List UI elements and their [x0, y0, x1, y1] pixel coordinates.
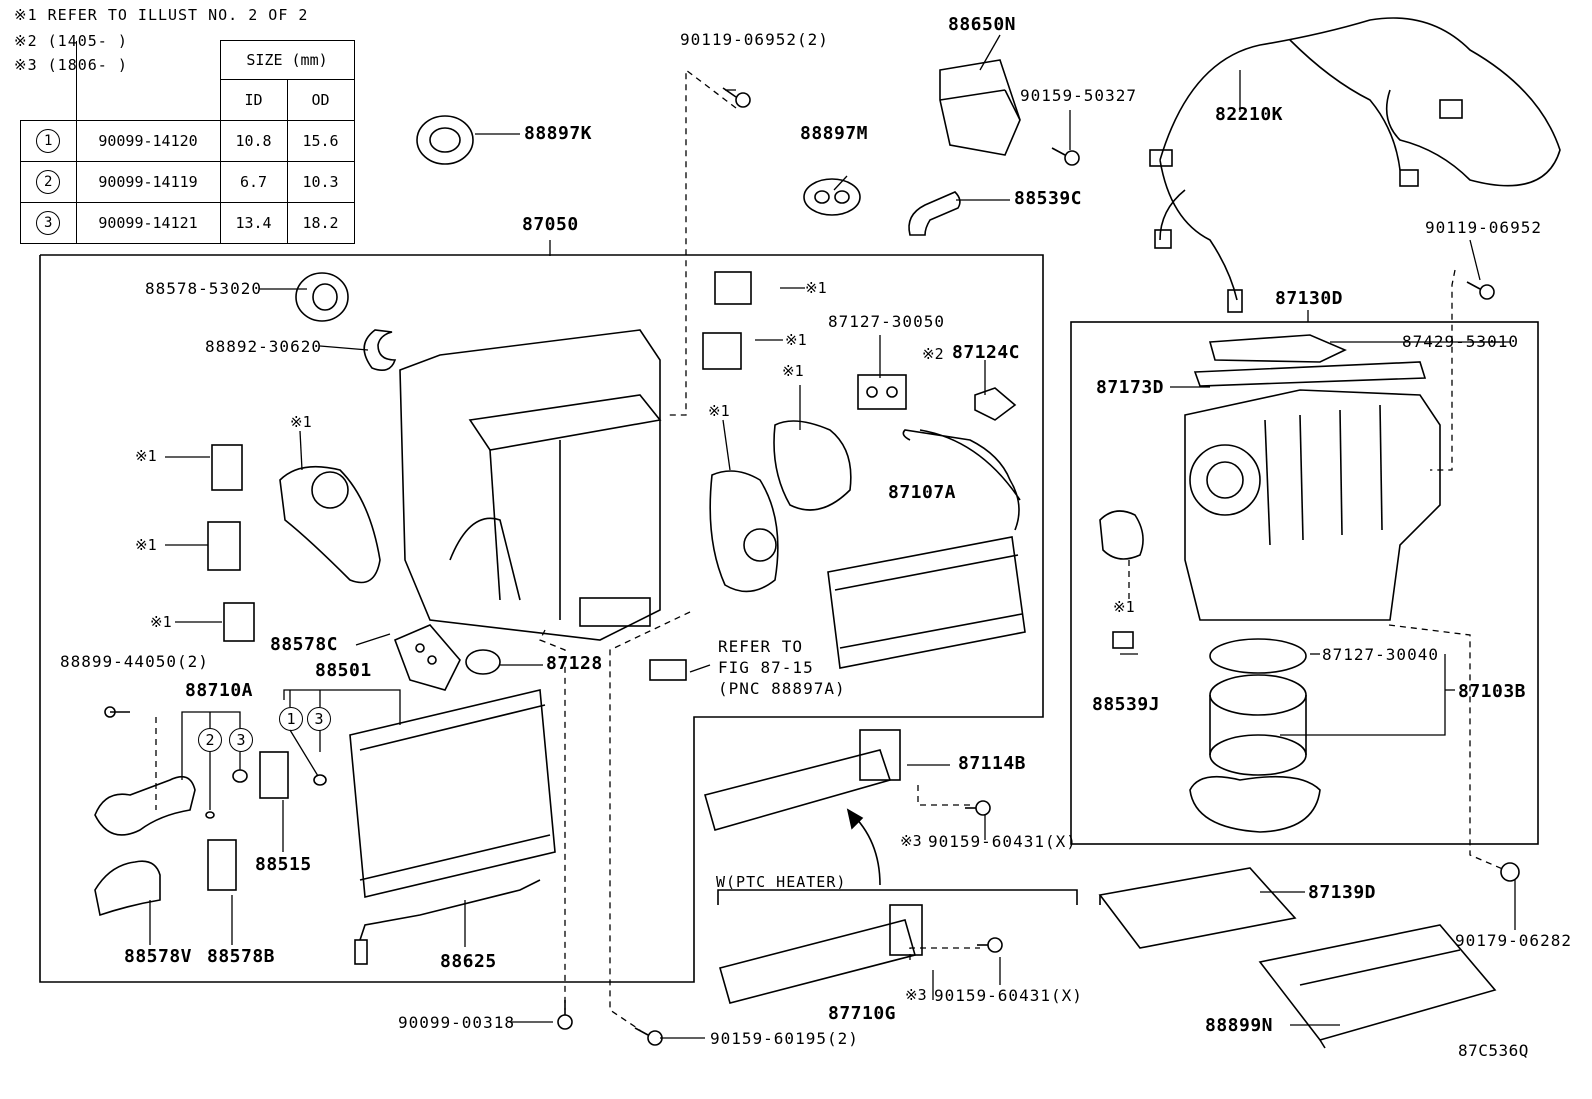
- row-part: 90099-14121: [75, 201, 221, 244]
- harness-82210K: [1159, 17, 1561, 301]
- circle-1: 1: [279, 707, 303, 731]
- label-88515: 88515: [255, 854, 312, 875]
- mark-1: ※1: [708, 402, 730, 420]
- label-90159-60431-b: 90159-60431(X): [934, 986, 1083, 1005]
- mark-1: ※1: [1113, 598, 1135, 616]
- label-87127-30040: 87127-30040: [1322, 645, 1439, 664]
- row-number: 3: [36, 210, 61, 235]
- row-number: 1: [36, 128, 61, 153]
- label-87107A: 87107A: [888, 482, 957, 503]
- table-row: 3 90099-14121 13.4 18.2: [20, 201, 355, 244]
- label-88625: 88625: [440, 951, 497, 972]
- mark-1: ※1: [785, 331, 807, 349]
- ptc-bracket: [717, 889, 1078, 905]
- label-87139D: 87139D: [1308, 882, 1377, 903]
- module-88650N: [939, 59, 1021, 156]
- mark-2: ※2: [922, 345, 944, 363]
- label-88539C: 88539C: [1014, 188, 1083, 209]
- ptc-87710G: [719, 919, 916, 1004]
- col-id: ID: [219, 79, 288, 121]
- blower-case-87130D: [1184, 334, 1441, 621]
- row-number: 2: [36, 169, 61, 194]
- refer-line-2: FIG 87-15: [718, 658, 814, 677]
- refer-line-1: REFER TO: [718, 637, 804, 656]
- table-row: 2 90099-14119 6.7 10.3: [20, 160, 355, 203]
- note-illust: ※1 REFER TO ILLUST NO. 2 OF 2: [14, 6, 309, 24]
- col-od: OD: [286, 79, 355, 121]
- size-header: SIZE (mm): [219, 40, 355, 80]
- row-part: 90099-14120: [75, 119, 221, 162]
- label-88650N: 88650N: [948, 14, 1017, 35]
- mark-1: ※1: [150, 613, 172, 631]
- label-87429-53010: 87429-53010: [1402, 332, 1519, 351]
- seal-88897K: [416, 115, 474, 165]
- label-90179-06282: 90179-06282: [1455, 931, 1572, 950]
- mark-3: ※3: [900, 832, 922, 850]
- row-id: 6.7: [219, 160, 288, 203]
- mark-1: ※1: [290, 413, 312, 431]
- label-90119-06952-2: 90119-06952(2): [680, 30, 829, 49]
- label-90159-60431-a: 90159-60431(X): [928, 832, 1077, 851]
- label-88897K: 88897K: [524, 123, 593, 144]
- row-od: 10.3: [286, 160, 355, 203]
- ptc-heater-label: W(PTC HEATER): [716, 873, 847, 891]
- row-id: 10.8: [219, 119, 288, 162]
- label-88897M: 88897M: [800, 123, 869, 144]
- box-87050: [39, 254, 1044, 983]
- row-od: 18.2: [286, 201, 355, 244]
- label-87128: 87128: [546, 653, 603, 674]
- mark-1: ※1: [135, 536, 157, 554]
- label-88539J: 88539J: [1092, 694, 1161, 715]
- table-row: 1 90099-14120 10.8 15.6: [20, 119, 355, 162]
- size-table: SIZE (mm) ID OD 1 90099-14120 10.8 15.6 …: [20, 40, 355, 244]
- row-part: 90099-14119: [75, 160, 221, 203]
- mark-1: ※1: [805, 279, 827, 297]
- circle-3: 3: [307, 707, 331, 731]
- evaporator-88501: [349, 689, 556, 898]
- hose-88539C: [908, 191, 961, 236]
- label-88899N: 88899N: [1205, 1015, 1274, 1036]
- label-88899-44050-2: 88899-44050(2): [60, 652, 209, 671]
- label-90159-50327: 90159-50327: [1020, 86, 1137, 105]
- mark-1: ※1: [782, 362, 804, 380]
- label-90159-60195-2: 90159-60195(2): [710, 1029, 859, 1048]
- heater-core-87107A: [827, 536, 1026, 669]
- refer-note: REFER TO FIG 87-15 (PNC 88897A): [718, 636, 846, 699]
- row-od: 15.6: [286, 119, 355, 162]
- label-82210K: 82210K: [1215, 104, 1284, 125]
- actuator-left-large: [279, 465, 381, 584]
- label-87114B: 87114B: [958, 753, 1027, 774]
- circle-2: 2: [198, 728, 222, 752]
- grommet-88897M: [803, 178, 861, 216]
- label-87103B: 87103B: [1458, 681, 1527, 702]
- filter-87139D: [1098, 867, 1297, 949]
- label-90119-06952: 90119-06952: [1425, 218, 1542, 237]
- label-87173D: 87173D: [1096, 377, 1165, 398]
- refer-line-3: (PNC 88897A): [718, 679, 846, 698]
- label-87050: 87050: [522, 214, 579, 235]
- label-87124C: 87124C: [952, 342, 1021, 363]
- mark-3: ※3: [905, 986, 927, 1004]
- label-88501: 88501: [315, 660, 372, 681]
- label-87130D: 87130D: [1275, 288, 1344, 309]
- label-88892-30620: 88892-30620: [205, 337, 322, 356]
- blower-motor-87103B: [1209, 674, 1307, 716]
- label-88578-53020: 88578-53020: [145, 279, 262, 298]
- label-88578V: 88578V: [124, 946, 193, 967]
- mark-1: ※1: [135, 447, 157, 465]
- circle-3: 3: [229, 728, 253, 752]
- label-87710G: 87710G: [828, 1003, 897, 1024]
- figure-code: 87C536Q: [1458, 1041, 1529, 1060]
- bolts: [104, 87, 1520, 1046]
- label-88578B: 88578B: [207, 946, 276, 967]
- row-id: 13.4: [219, 201, 288, 244]
- box-87130D: [1070, 321, 1539, 845]
- label-90099-00318: 90099-00318: [398, 1013, 515, 1032]
- cover-88899N: [1258, 924, 1497, 1041]
- hvac-case-87050: [399, 329, 662, 641]
- label-88578C: 88578C: [270, 634, 339, 655]
- label-87127-30050: 87127-30050: [828, 312, 945, 331]
- label-88710A: 88710A: [185, 680, 254, 701]
